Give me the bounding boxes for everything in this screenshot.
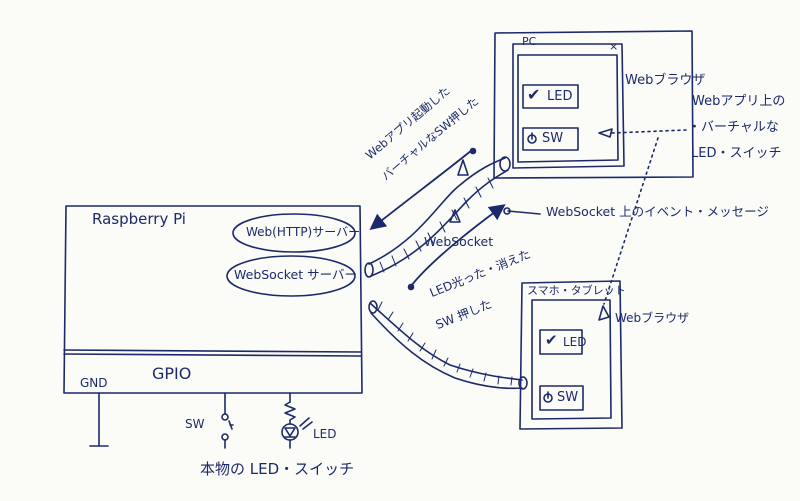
websocket-annotation: WebSocket: [424, 234, 494, 249]
pc-browser-inner: [517, 54, 619, 163]
event-message-leader-end: [503, 207, 511, 215]
pc-outer-frame: [493, 30, 694, 179]
phone-sw-label[interactable]: SW: [557, 390, 579, 405]
led-light-rays: [299, 417, 313, 430]
websocket-tube-phone-hatch: [377, 301, 513, 386]
websocket-tube-pc-hatch: [379, 177, 494, 273]
gpio-divider-line-2: [63, 353, 362, 357]
real-switch-caption: 本物の LED・スイッチ: [200, 460, 355, 478]
pc-sw-button: [522, 127, 579, 151]
websocket-server-oval: [226, 255, 356, 297]
event-message-leader: [507, 210, 541, 215]
websocket-tube-pc-end-pc: [499, 156, 511, 172]
pc-browser-outer: [512, 43, 625, 169]
phone-led-label[interactable]: LED: [563, 335, 587, 349]
pc-title: PC: [522, 35, 537, 48]
phone-browser-label: Webブラウザ: [615, 311, 690, 325]
event-message-annotation: WebSocket 上のイベント・メッセージ: [546, 204, 769, 219]
phone-led-check-icon: ✔: [545, 331, 558, 349]
phone-title: スマホ・タブレット: [527, 284, 626, 297]
websocket-tube-phone-upper: [369, 302, 523, 381]
pc-browser-label: Webブラウザ: [625, 73, 706, 88]
arrow-pi-to-pc-tail: [407, 283, 415, 291]
phone-led-button: [539, 329, 583, 355]
pc-led-label[interactable]: LED: [547, 89, 573, 104]
sw-label: SW: [185, 417, 205, 431]
raspberry-pi-box: [63, 205, 363, 394]
websocket-tube-pc-end-pi: [364, 262, 374, 278]
phone-outer-frame: [519, 280, 623, 430]
virtual-switch-annotation-line2: ・バーチャルな: [688, 120, 779, 135]
http-server-label: Web(HTTP)サーバー: [246, 225, 361, 239]
led-diode: [284, 427, 296, 438]
websocket-tube-phone-end-phone: [518, 376, 528, 390]
pc-led-check-icon: ✔: [527, 85, 541, 104]
phone-pointer-arrow: [598, 305, 610, 321]
virtual-switch-annotation-line1: Webアプリ上の: [692, 94, 786, 109]
tube-up-arrow-2: [449, 209, 461, 223]
websocket-tube-pc-upper: [368, 157, 506, 265]
websocket-tube-phone-end-pi: [368, 300, 378, 314]
virtual-switch-annotation-line3: LED・スイッチ: [691, 146, 782, 161]
virtual-switch-leader-phone: [603, 137, 659, 305]
gnd-label: GND: [80, 376, 108, 390]
sw-lever: [228, 420, 234, 430]
phone-sw-button: [539, 385, 584, 411]
tube-up-arrow-1: [457, 159, 469, 176]
gpio-divider-line: [63, 349, 362, 353]
websocket-tube-phone-lower: [370, 312, 523, 390]
pc-pointer-arrow: [598, 128, 613, 138]
gnd-wire: [89, 392, 109, 447]
pc-sw-label[interactable]: SW: [542, 131, 564, 146]
http-server-oval: [232, 213, 356, 253]
led-resistor: [284, 401, 296, 425]
sw-contact-bottom: [221, 433, 229, 441]
pc-close-icon[interactable]: ×: [609, 40, 619, 53]
arrow-pi-to-pc: [410, 204, 506, 287]
gpio-label: GPIO: [152, 364, 192, 383]
virtual-switch-leader-pc: [611, 129, 687, 134]
websocket-server-label: WebSocket サーバー: [234, 267, 357, 282]
led-label: LED: [313, 427, 337, 441]
phone-screen: [531, 299, 612, 420]
arrow-pc-to-pi: [369, 149, 473, 231]
pc-led-button: [522, 84, 579, 109]
arrow-pc-to-pi-tail: [469, 147, 477, 155]
websocket-tube-pc-lower: [370, 169, 509, 277]
sw-contact-top: [221, 413, 229, 421]
raspberry-pi-title: Raspberry Pi: [92, 210, 186, 228]
